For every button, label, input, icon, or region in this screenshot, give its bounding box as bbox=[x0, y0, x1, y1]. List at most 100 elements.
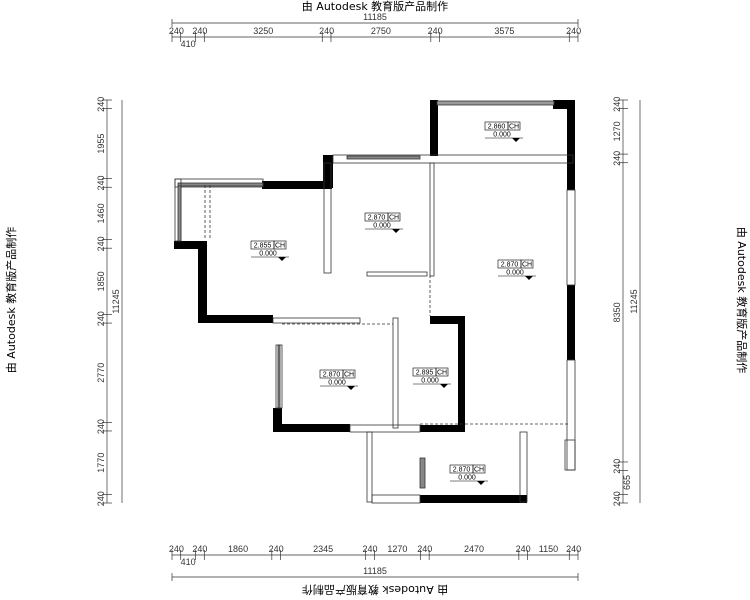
level-marker-icon bbox=[525, 276, 533, 280]
floor-level: 0.000 bbox=[506, 270, 524, 277]
room-unit-box bbox=[507, 121, 521, 131]
dimension-label: 1270 bbox=[612, 121, 622, 141]
room-unit: CH bbox=[522, 262, 532, 269]
dimension-label: 410 bbox=[181, 39, 196, 49]
room-unit-box bbox=[520, 259, 534, 269]
level-marker-icon bbox=[278, 257, 286, 261]
dimension-label: 240 bbox=[96, 491, 106, 506]
dimension-label: 2750 bbox=[371, 26, 391, 36]
dimension-label: 1860 bbox=[228, 544, 248, 554]
dimension-total-label: 11185 bbox=[363, 566, 387, 576]
dimension-label: 240 bbox=[612, 97, 622, 112]
dimension-label: 240 bbox=[612, 151, 622, 166]
wall bbox=[420, 495, 527, 503]
dimension-label: 240 bbox=[516, 544, 531, 554]
room-unit-box bbox=[273, 240, 287, 250]
wall bbox=[273, 408, 282, 432]
dimension-label: 1850 bbox=[96, 271, 106, 291]
wall bbox=[198, 241, 207, 323]
dimension-label: 240 bbox=[96, 311, 106, 326]
dimension-label: 240 bbox=[428, 26, 443, 36]
wall bbox=[430, 100, 438, 156]
dimension-label: 410 bbox=[181, 557, 196, 567]
floor-level: 0.000 bbox=[421, 378, 439, 385]
room-unit-box bbox=[435, 367, 449, 377]
dimension-total-label: 11185 bbox=[363, 12, 387, 22]
wall bbox=[174, 241, 207, 249]
dimension-label: 665 bbox=[622, 475, 632, 490]
room-height: 2.870 bbox=[501, 262, 519, 269]
wall bbox=[458, 316, 465, 432]
wall bbox=[567, 285, 575, 360]
level-marker-icon bbox=[347, 386, 355, 390]
floor-level: 0.000 bbox=[328, 380, 346, 387]
dimension-label: 240 bbox=[566, 544, 581, 554]
room-unit-box bbox=[472, 464, 486, 474]
dimension-label: 240 bbox=[192, 544, 207, 554]
dimension-label: 240 bbox=[319, 26, 334, 36]
level-marker-icon bbox=[392, 229, 400, 233]
floor-level: 0.000 bbox=[373, 223, 391, 230]
wall bbox=[262, 181, 332, 189]
room-height: 2.870 bbox=[323, 372, 341, 379]
dimension-label: 1150 bbox=[539, 544, 558, 554]
dimension-label: 3250 bbox=[253, 26, 273, 36]
room-height: 2.860 bbox=[488, 124, 506, 131]
watermark-left: 由 Autodesk 教育版产品制作 bbox=[4, 227, 18, 373]
room-unit: CH bbox=[437, 370, 447, 377]
room-unit-box bbox=[342, 369, 356, 379]
room-unit: CH bbox=[344, 372, 354, 379]
room-unit: CH bbox=[474, 467, 484, 474]
dimension-label: 240 bbox=[566, 26, 581, 36]
floor-level: 0.000 bbox=[458, 475, 476, 482]
wall bbox=[198, 315, 273, 323]
dimension-label: 240 bbox=[169, 26, 184, 36]
dimension-label: 1955 bbox=[96, 134, 106, 154]
level-marker-icon bbox=[477, 481, 485, 485]
room-height: 2.870 bbox=[453, 467, 471, 474]
watermark-top: 由 Autodesk 教育版产品制作 bbox=[302, 0, 448, 13]
dimension-label: 240 bbox=[612, 459, 622, 474]
dimension-label: 1270 bbox=[387, 544, 407, 554]
wall bbox=[323, 155, 333, 188]
dimension-label: 240 bbox=[96, 175, 106, 190]
dimension-label: 1770 bbox=[96, 453, 106, 473]
level-marker-icon bbox=[440, 384, 448, 388]
dimension-total-label: 11245 bbox=[111, 289, 121, 313]
floor-level: 0.000 bbox=[493, 132, 511, 139]
wall bbox=[567, 100, 575, 190]
room-unit-box bbox=[387, 212, 401, 222]
dimension-label: 240 bbox=[96, 97, 106, 112]
dimension-label: 3575 bbox=[494, 26, 514, 36]
windows-and-thin-walls bbox=[174, 100, 576, 504]
room-unit: CH bbox=[275, 243, 285, 250]
walls bbox=[174, 100, 575, 503]
dimension-label: 240 bbox=[96, 236, 106, 251]
room-unit: CH bbox=[389, 215, 399, 222]
dimension-label: 240 bbox=[362, 544, 377, 554]
dimension-label: 2470 bbox=[464, 544, 484, 554]
level-marker-icon bbox=[512, 138, 520, 142]
watermark-bottom: 由 Autodesk 教育版产品制作 bbox=[302, 583, 448, 597]
dimension-label: 240 bbox=[269, 544, 284, 554]
dimension-label: 240 bbox=[169, 544, 184, 554]
dimension-label: 240 bbox=[96, 419, 106, 434]
dimension-label: 240 bbox=[417, 544, 432, 554]
dimension-lines: 240 410 240 3250 240 2750 240 3575 240 11185 240 41… bbox=[96, 12, 641, 581]
dimension-label: 240 bbox=[192, 26, 207, 36]
dimension-total-label: 11245 bbox=[629, 289, 639, 313]
wall bbox=[273, 424, 350, 432]
room-height: 2.855 bbox=[254, 243, 272, 250]
room-height: 2.895 bbox=[416, 370, 434, 377]
watermark-right: 由 Autodesk 教育版产品制作 bbox=[735, 227, 749, 373]
wall bbox=[430, 316, 465, 324]
